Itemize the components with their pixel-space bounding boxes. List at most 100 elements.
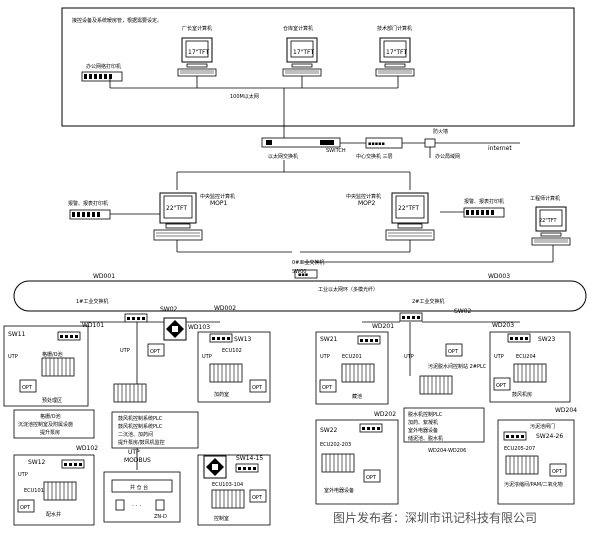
right-opt-5: OPT [552, 469, 563, 475]
eng-monitor: 22"TFT [539, 218, 558, 224]
bay-label: 并 仓 台 [130, 484, 148, 491]
svg-text:▪▪▪▪▪: ▪▪▪▪▪ [368, 141, 385, 147]
pc-factory-label: 厂长室计算机 [182, 25, 212, 32]
pc-factory-monitor: 17"TFT [188, 49, 209, 56]
left-utp-1: UTP [8, 354, 18, 360]
left-utp-4: UTP [120, 348, 130, 354]
plc-l2: 鼓风机控制系统PLC [118, 423, 163, 430]
sw11-label: SW11 [8, 331, 26, 338]
pc-factory[interactable]: 厂长室计算机 17"TFT [177, 25, 217, 77]
wd101-label: WD101 [82, 322, 104, 329]
office-note: 接控设备及系统暖房管，根据需要设定。 [72, 17, 162, 24]
right-utp-3: UTP [494, 354, 504, 360]
label-mix: 加药室 [214, 391, 229, 398]
mop2-workstation[interactable]: 中央监控计算机 MOP2 22"TFT [346, 192, 435, 241]
zn-label: ZN-D [154, 514, 167, 520]
plc-l4: 提升泵房/鼓风机监控 [118, 439, 165, 446]
router-label: 中心交换机 三层 [356, 153, 393, 160]
wd202-label: WD202 [374, 411, 396, 418]
switch-tag: SWITCH [326, 148, 346, 154]
right-opt-3: OPT [366, 475, 377, 481]
switch2-label: 2#工业交换机 [412, 298, 444, 305]
mop1-workstation[interactable]: 中央监控计算机 MOP1 22"TFT [153, 192, 235, 241]
pc-warehouse-monitor: 17"TFT [293, 49, 314, 56]
plc-l3: 二沉池、加药间 [118, 431, 153, 438]
mop1-id: MOP1 [210, 200, 228, 207]
fiber-ring: ▪▪▪ 0#工业交换机 SW00 工业以太网环（多模光纤） WD001 WD00… [13, 259, 587, 312]
printer-left[interactable]: 报警、报表打印机 [68, 200, 160, 220]
left-opt-2: OPT [20, 505, 31, 511]
right-plc-l4: 储泥池、脱水机 [408, 435, 443, 442]
plc-label: 污泥脱水间控制站 2#PLC [428, 363, 487, 370]
core-switch-icon[interactable] [294, 269, 318, 279]
left-opt-4: OPT [150, 349, 161, 355]
plc-l1: 鼓风机控制系统PLC [118, 415, 163, 422]
core-network: SWITCH 以太网交换机 ▪▪▪▪▪ 中心交换机 三层 防火墙 interne… [176, 128, 520, 190]
modbus-label: MODBUS [124, 457, 151, 464]
left-opt-5: OPT [252, 495, 263, 501]
office-printer-label: 办公网络打印机 [86, 63, 121, 70]
ecu202-label: ECU202-203 [320, 442, 351, 448]
ecu102-label: ECU102 [222, 348, 242, 354]
label-sludge: 鼓风机房 [512, 391, 532, 398]
right-opt-2: OPT [448, 349, 459, 355]
mop2-monitor: 22"TFT [398, 205, 419, 212]
switch1-label: 1#工业交换机 [76, 298, 108, 305]
left-area: SW02 WD103 WD101 SW11 UTP OPT 预处理区 格栅/O池… [3, 306, 271, 526]
right-utp-1: UTP [320, 354, 330, 360]
label-ctrl: 控制室 [214, 515, 229, 522]
wd206-label: WD204-WD206 [428, 448, 466, 454]
mop2-id: MOP2 [358, 200, 376, 207]
left-utp-3: UTP [128, 449, 140, 456]
firewall-icon[interactable] [424, 138, 436, 148]
office-printer: 办公网络打印机 [81, 63, 123, 82]
wd103-label: WD103 [188, 324, 210, 331]
internet-label: internet [488, 145, 512, 152]
label-gate: 污泥池闸门 [530, 423, 555, 430]
label-pre: 预处理区 [42, 397, 62, 404]
mop1-title: 中央监控计算机 [200, 193, 235, 200]
right-plc-l1: 脱水机控制PLC [408, 411, 443, 418]
sw22-label: SW22 [320, 427, 338, 434]
sw13-label: SW13 [234, 336, 252, 343]
pc-tech[interactable]: 技术部门计算机 17"TFT [375, 25, 415, 77]
eng-title: 工程师计算机 [530, 195, 560, 202]
watermark: 图片发布者：深圳市讯记科技有限公司 [333, 510, 537, 525]
engineer-workstation[interactable]: 工程师计算机 22"TFT [530, 195, 571, 246]
list3: 提升泵房 [40, 429, 60, 436]
sw24-label: SW24-26 [536, 433, 563, 440]
right-area: SW02 WD201 WD203 SW21 UTP ECU201 OPT 藏池 … [315, 308, 577, 505]
wd102-label: WD102 [76, 445, 98, 452]
list-grid: 格栅/O池 [42, 351, 63, 358]
ecu103-label: ECU103-104 [212, 482, 243, 488]
office-network-box: 接控设备及系统暖房管，根据需要设定。 办公网络打印机 厂长室计算机 17"TFT… [61, 7, 575, 138]
mop2-title: 中央监控计算机 [346, 193, 381, 200]
right-opt-4: OPT [496, 383, 507, 389]
sw14-label: SW14-15 [236, 455, 263, 462]
printer-right[interactable]: 报警、报表打印机 [440, 198, 505, 218]
svg-text:▪▪▪: ▪▪▪ [298, 272, 308, 278]
label-pam: 污泥浓缩间/PAM/二氧化物 [504, 481, 563, 488]
left-sw02-label: SW02 [160, 306, 178, 313]
wd203-label: WD203 [492, 322, 514, 329]
right-utp-2: UTP [404, 354, 414, 360]
ecu204-label: ECU204 [516, 354, 536, 360]
left-utp-5: UTP [202, 354, 212, 360]
right-plc-l2: 加药、絮凝机 [408, 419, 438, 426]
left-opt-3: OPT [252, 385, 263, 391]
ecu201-label: ECU201 [342, 354, 362, 360]
ecu205-label: ECU205-207 [504, 446, 535, 452]
sw00-label: SW00 [292, 269, 306, 275]
label-office: 藏池 [352, 393, 362, 400]
left-opt-1: OPT [22, 385, 33, 391]
mop1-monitor: 22"TFT [166, 205, 187, 212]
ethernet-switch-label: 以太网交换机 [268, 153, 298, 160]
left-utp-2: UTP [18, 472, 28, 478]
wd001-label: WD001 [93, 273, 115, 280]
ethernet-switch[interactable] [261, 137, 341, 148]
pc-warehouse[interactable]: 仓库室计算机 17"TFT [282, 25, 322, 77]
right-plc-l3: 室外电器设备 [408, 427, 438, 434]
ecu101-label: ECU101 [24, 488, 44, 494]
pc-tech-label: 技术部门计算机 [377, 25, 412, 32]
pc-warehouse-label: 仓库室计算机 [283, 25, 313, 32]
